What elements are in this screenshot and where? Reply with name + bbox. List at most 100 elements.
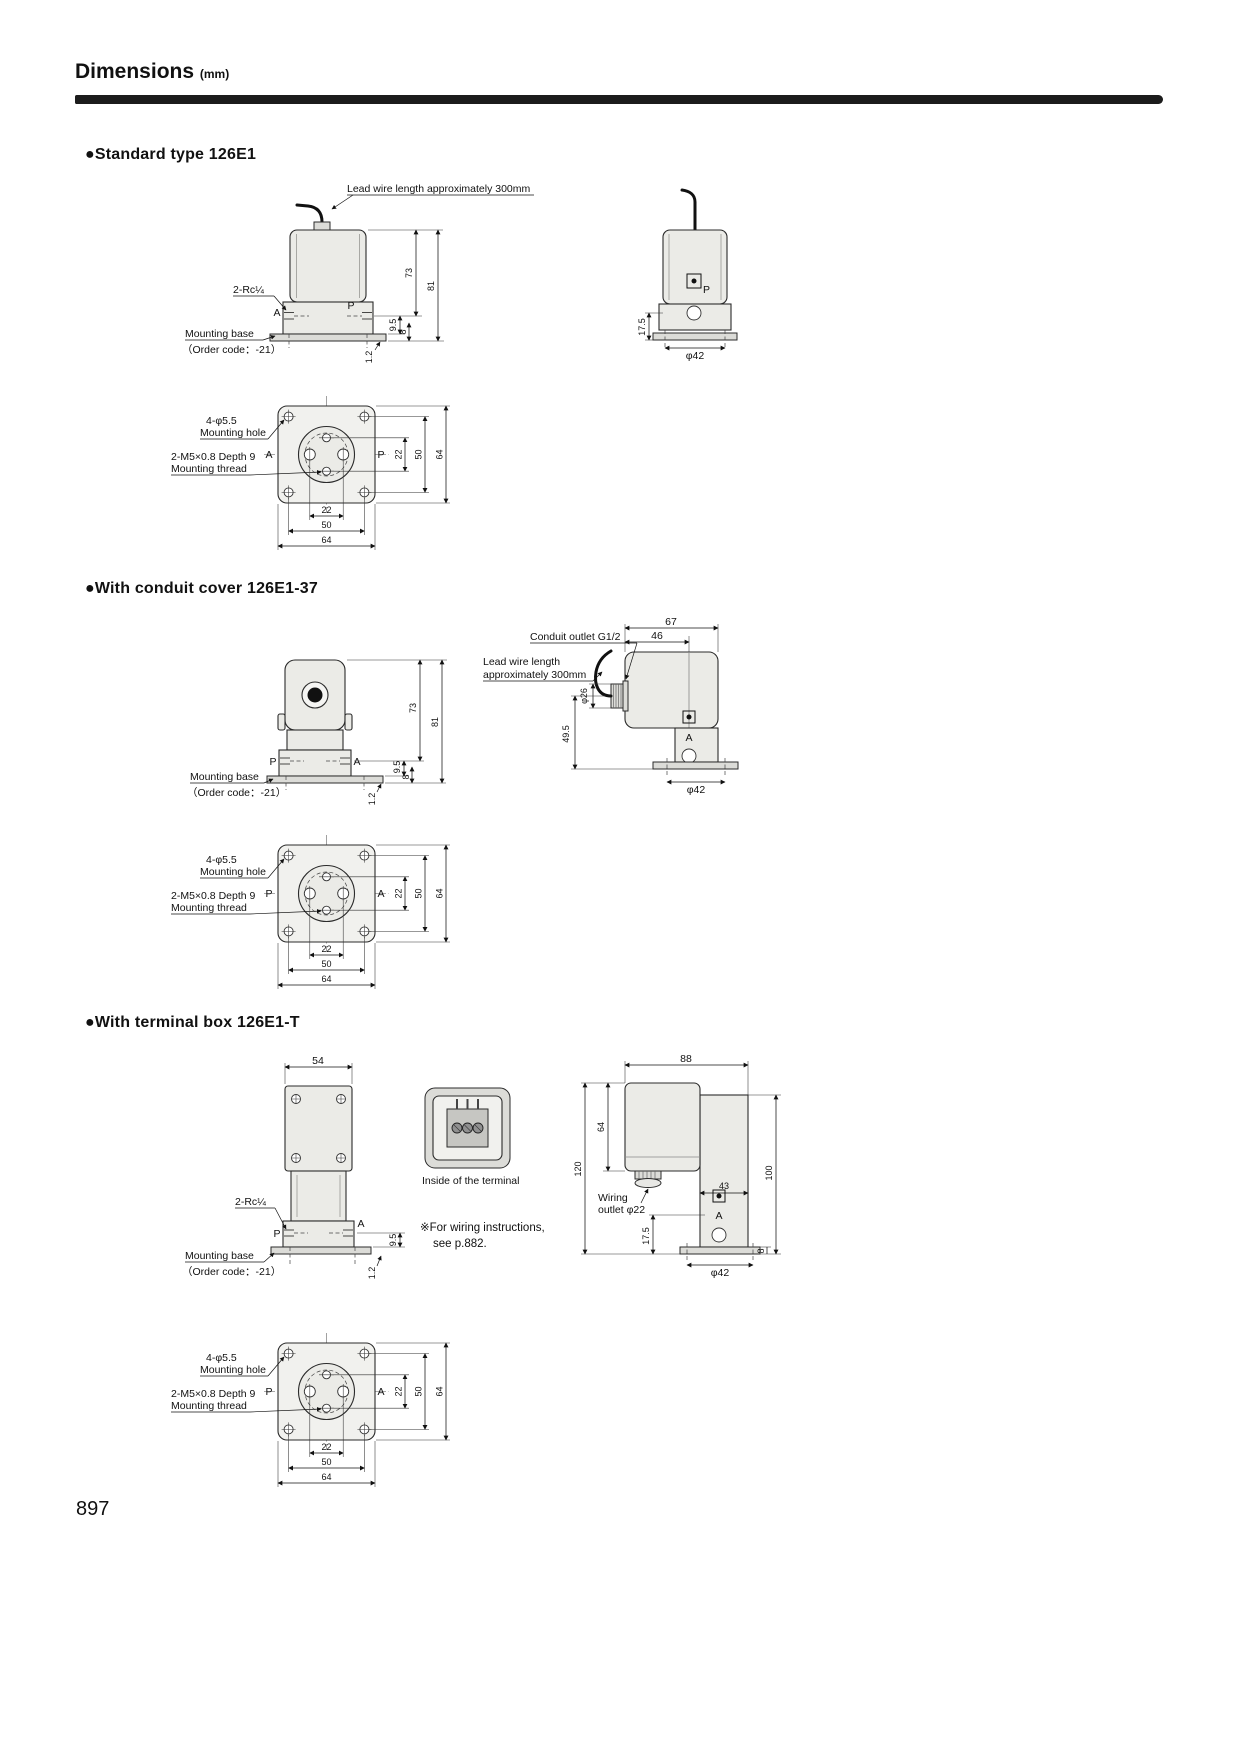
lead-wire-label-2: approximately 300mm (483, 669, 587, 681)
port-mark-dot (716, 1193, 722, 1199)
terminal-note: ※For wiring instructions, see p.882. (420, 1222, 545, 1250)
port-thread-label: 2-Rc¼ (233, 284, 264, 296)
mounting-base-plate (270, 1246, 372, 1255)
port-p-label: P (269, 756, 276, 768)
dim-43: 43 (719, 1181, 729, 1191)
section-heading-standard: ●Standard type 126E1 (85, 146, 257, 163)
dim-120: 120 (573, 1161, 583, 1176)
port-p-label: P (273, 1228, 280, 1240)
dim-81: 81 (430, 717, 440, 727)
pilot-port-circle (711, 1227, 727, 1243)
page-number: 897 (76, 1498, 110, 1520)
lead-wire (295, 203, 324, 224)
dim-81: 81 (426, 281, 436, 291)
dim-17-5: 17.5 (641, 1227, 651, 1245)
port-mark-square (712, 1189, 726, 1203)
page-title-text: Dimensions (75, 60, 195, 83)
coil-body (289, 229, 367, 303)
port-mark-dot (686, 714, 692, 720)
port-p-label: P (347, 300, 354, 312)
port-a-bottom-label: A (265, 449, 272, 461)
dim-phi42: φ42 (711, 1267, 730, 1279)
wiring-note-line1: ※For wiring instructions, (420, 1222, 545, 1234)
dim-88: 88 (680, 1053, 692, 1065)
dim-8: 8 (398, 329, 408, 334)
conduit-outlet-label: Conduit outlet G1/2 (530, 631, 621, 643)
terminal-bottom-view: P A (171, 1333, 450, 1487)
valve-body-side (699, 1094, 749, 1248)
port-a-side-label: A (715, 1210, 722, 1222)
port-a-bottom-label: A (377, 888, 384, 900)
dim-phi42: φ42 (687, 784, 706, 796)
dim-64: 64 (596, 1122, 606, 1132)
wiring-outlet-label-2: outlet φ22 (598, 1204, 645, 1216)
standard-side-view: P 17.5 φ42 (637, 188, 738, 362)
conduit-bottom-view: P A (171, 835, 450, 989)
dim-1-2: 1.2 (364, 351, 374, 364)
dim-67: 67 (665, 616, 677, 628)
dim-54: 54 (312, 1055, 324, 1067)
page-title-unit: (mm) (199, 67, 230, 81)
mounting-base-label: Mounting base (185, 328, 254, 340)
lead-wire-label-1: Lead wire length (483, 656, 560, 668)
port-mark-dot (691, 278, 697, 284)
pilot-port-circle (686, 305, 702, 321)
port-a-label: A (273, 307, 280, 319)
port-p-bottom-label: P (377, 449, 384, 461)
inside-terminal-label: Inside of the terminal (422, 1175, 519, 1187)
dim-73: 73 (408, 703, 418, 713)
dim-73: 73 (404, 268, 414, 278)
dim-8: 8 (756, 1248, 766, 1253)
valve-base (282, 301, 374, 335)
dim-1-2: 1.2 (367, 1267, 377, 1280)
standard-drawing: Lead wire length approximately 300mm A P… (75, 183, 738, 568)
port-p-bottom-label: P (265, 888, 272, 900)
dim-9-5: 9.5 (388, 319, 398, 332)
pilot-port-circle (681, 748, 697, 764)
section-heading-conduit: ●With conduit cover 126E1-37 (85, 580, 318, 597)
terminal-side-view: 88 64 120 Wiring outlet φ22 43 100 A 17.… (573, 1053, 781, 1279)
wiring-note-line2: see p.882. (433, 1238, 487, 1250)
order-code-label: （Order code：-21） (187, 787, 286, 799)
order-code-label: （Order code：-21） (182, 1266, 281, 1278)
coil-body (290, 1170, 347, 1222)
terminal-inside-view: Inside of the terminal (422, 1087, 519, 1187)
port-a-label: A (353, 756, 360, 768)
port-a-side-label: A (685, 732, 692, 744)
valve-base (278, 749, 352, 777)
conduit-drawing: P A Mounting base （Order code：-21） 73 81… (75, 616, 739, 1005)
mounting-base-label: Mounting base (190, 771, 259, 783)
valve-base (282, 1220, 355, 1248)
lead-wire (594, 649, 613, 698)
mounting-base-label: Mounting base (185, 1250, 254, 1262)
header-rule-bar (75, 95, 1163, 104)
dim-49-5: 49.5 (561, 725, 571, 743)
conduit-entry-dot (307, 687, 323, 703)
conduit-front-view: P A Mounting base （Order code：-21） 73 81… (187, 659, 447, 806)
valve-body-side (674, 727, 719, 763)
terminal-drawing: 54 P A 2-Rc¼ Mounting base （Order code：-… (75, 1053, 781, 1503)
mounting-base-plate-side (652, 761, 739, 770)
dim-100: 100 (764, 1165, 774, 1180)
terminal-box-side (624, 1082, 701, 1172)
standard-front-view: Lead wire length approximately 300mm A P… (182, 183, 534, 363)
mounting-base-plate (266, 775, 384, 784)
coil-body-side (662, 229, 728, 305)
conduit-cover-side (624, 651, 719, 729)
port-a-bottom-label: A (377, 1386, 384, 1398)
dim-9-5: 9.5 (392, 761, 402, 774)
standard-bottom-view: A P (171, 396, 450, 550)
page-title: Dimensions (mm) (75, 60, 229, 84)
dim-9-5: 9.5 (388, 1234, 398, 1247)
lead-wire-side (680, 188, 697, 232)
port-mark-square (686, 273, 702, 289)
mounting-base-plate-side (652, 332, 738, 341)
port-p-side-label: P (703, 284, 710, 296)
order-code-label: （Order code：-21） (182, 344, 281, 356)
port-p-bottom-label: P (265, 1386, 272, 1398)
dim-1-2: 1.2 (367, 793, 377, 806)
conduit-side-view: 67 46 Conduit outlet G1/2 Lead wire leng… (483, 616, 739, 796)
terminal-front-view: 54 P A 2-Rc¼ Mounting base （Order code：-… (182, 1055, 405, 1279)
dim-phi42: φ42 (686, 350, 705, 362)
port-mark-square (682, 710, 696, 724)
